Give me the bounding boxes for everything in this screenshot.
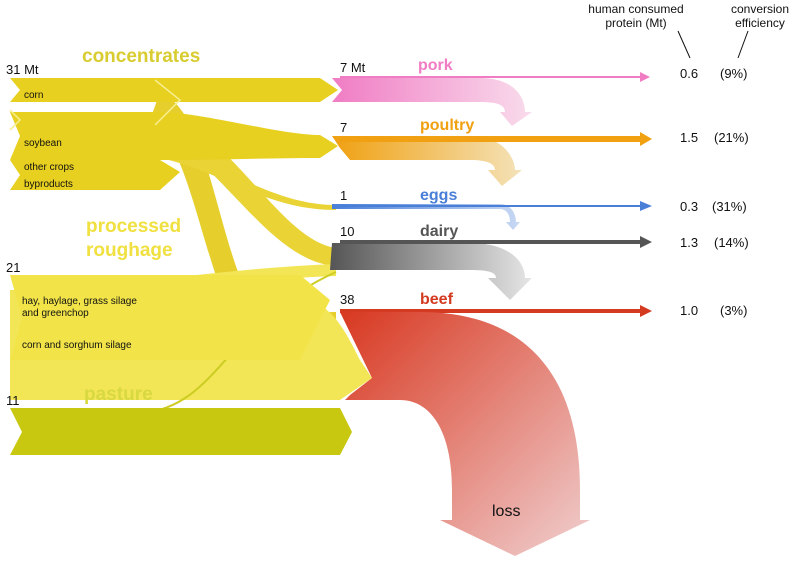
pasture-band xyxy=(10,408,352,455)
roughage-item-hay: hay, haylage, grass silage xyxy=(22,296,137,307)
roughage-amount: 21 xyxy=(6,260,20,275)
beef-efficiency: (3%) xyxy=(720,303,747,318)
concentrates-stack xyxy=(9,78,338,190)
beef-intake-amount: 38 xyxy=(340,292,354,307)
protein-header-pointer xyxy=(677,30,691,59)
efficiency-header-line2: efficiency xyxy=(735,16,785,30)
pasture-amount: 11 xyxy=(6,393,20,408)
roughage-item-silage: corn and sorghum silage xyxy=(22,340,132,351)
eggs-label: eggs xyxy=(420,187,457,204)
pasture-stack xyxy=(10,408,352,455)
roughage-title-line1: processed xyxy=(86,216,181,237)
pork-protein: 0.6 xyxy=(680,66,698,81)
header-labels: human consumed protein (Mt) conversion e… xyxy=(588,2,789,59)
eggs-protein: 0.3 xyxy=(680,199,698,214)
dairy-intake-amount: 10 xyxy=(340,224,354,239)
poultry-output-arrow xyxy=(340,132,652,146)
dairy-label: dairy xyxy=(420,223,458,240)
pork-intake-amount: 7 Mt xyxy=(340,60,366,75)
roughage-band xyxy=(10,275,330,360)
beef-label: beef xyxy=(420,291,454,308)
pork-output-arrow xyxy=(340,72,650,82)
concentrates-item-byproducts: byproducts xyxy=(24,179,73,190)
roughage-item-greenchop: and greenchop xyxy=(22,308,89,319)
pork-label: pork xyxy=(418,57,453,74)
eggs-output-arrow xyxy=(340,201,652,211)
protein-header-line2: protein (Mt) xyxy=(605,16,666,30)
concentrates-band-corn xyxy=(10,78,338,102)
pork-efficiency: (9%) xyxy=(720,66,747,81)
concentrates-chevron xyxy=(9,79,182,131)
concentrates-amount: 31 Mt xyxy=(6,62,39,77)
efficiency-header-line1: conversion xyxy=(731,2,789,16)
poultry-label: poultry xyxy=(420,117,474,134)
poultry-intake-amount: 7 xyxy=(340,120,347,135)
eggs-intake-amount: 1 xyxy=(340,188,347,203)
efficiency-header-pointer xyxy=(737,30,749,59)
beef-output-arrow xyxy=(340,305,652,317)
eggs-efficiency: (31%) xyxy=(712,199,747,214)
concentrates-band-soybean xyxy=(10,112,338,160)
poultry-intake xyxy=(332,136,522,186)
poultry-protein: 1.5 xyxy=(680,130,698,145)
concentrates-item-corn: corn xyxy=(24,90,43,101)
concentrates-item-other: other crops xyxy=(24,162,74,173)
pasture-title: pasture xyxy=(84,384,153,405)
roughage-title-line2: roughage xyxy=(86,240,173,261)
dairy-efficiency: (14%) xyxy=(714,235,749,250)
concentrates-title: concentrates xyxy=(82,46,200,67)
dairy-output-arrow xyxy=(340,236,652,248)
poultry-efficiency: (21%) xyxy=(714,130,749,145)
protein-header-line1: human consumed xyxy=(588,2,683,16)
product-arrows xyxy=(330,72,652,317)
product-labels: 7 Mt pork 0.6 (9%) 7 poultry 1.5 (21%) 1… xyxy=(340,57,749,318)
roughage-stack xyxy=(10,275,330,360)
flow-concentrates-eggs xyxy=(160,150,336,210)
feed-labels: 31 Mt concentrates corn soybean other cr… xyxy=(6,46,200,408)
concentrates-band-other xyxy=(10,160,180,190)
concentrates-item-soybean: soybean xyxy=(24,138,62,149)
dairy-protein: 1.3 xyxy=(680,235,698,250)
loss-arrow xyxy=(340,312,590,556)
loss-label: loss xyxy=(492,503,520,520)
pork-intake xyxy=(332,78,532,126)
beef-protein: 1.0 xyxy=(680,303,698,318)
dairy-intake xyxy=(330,243,532,300)
